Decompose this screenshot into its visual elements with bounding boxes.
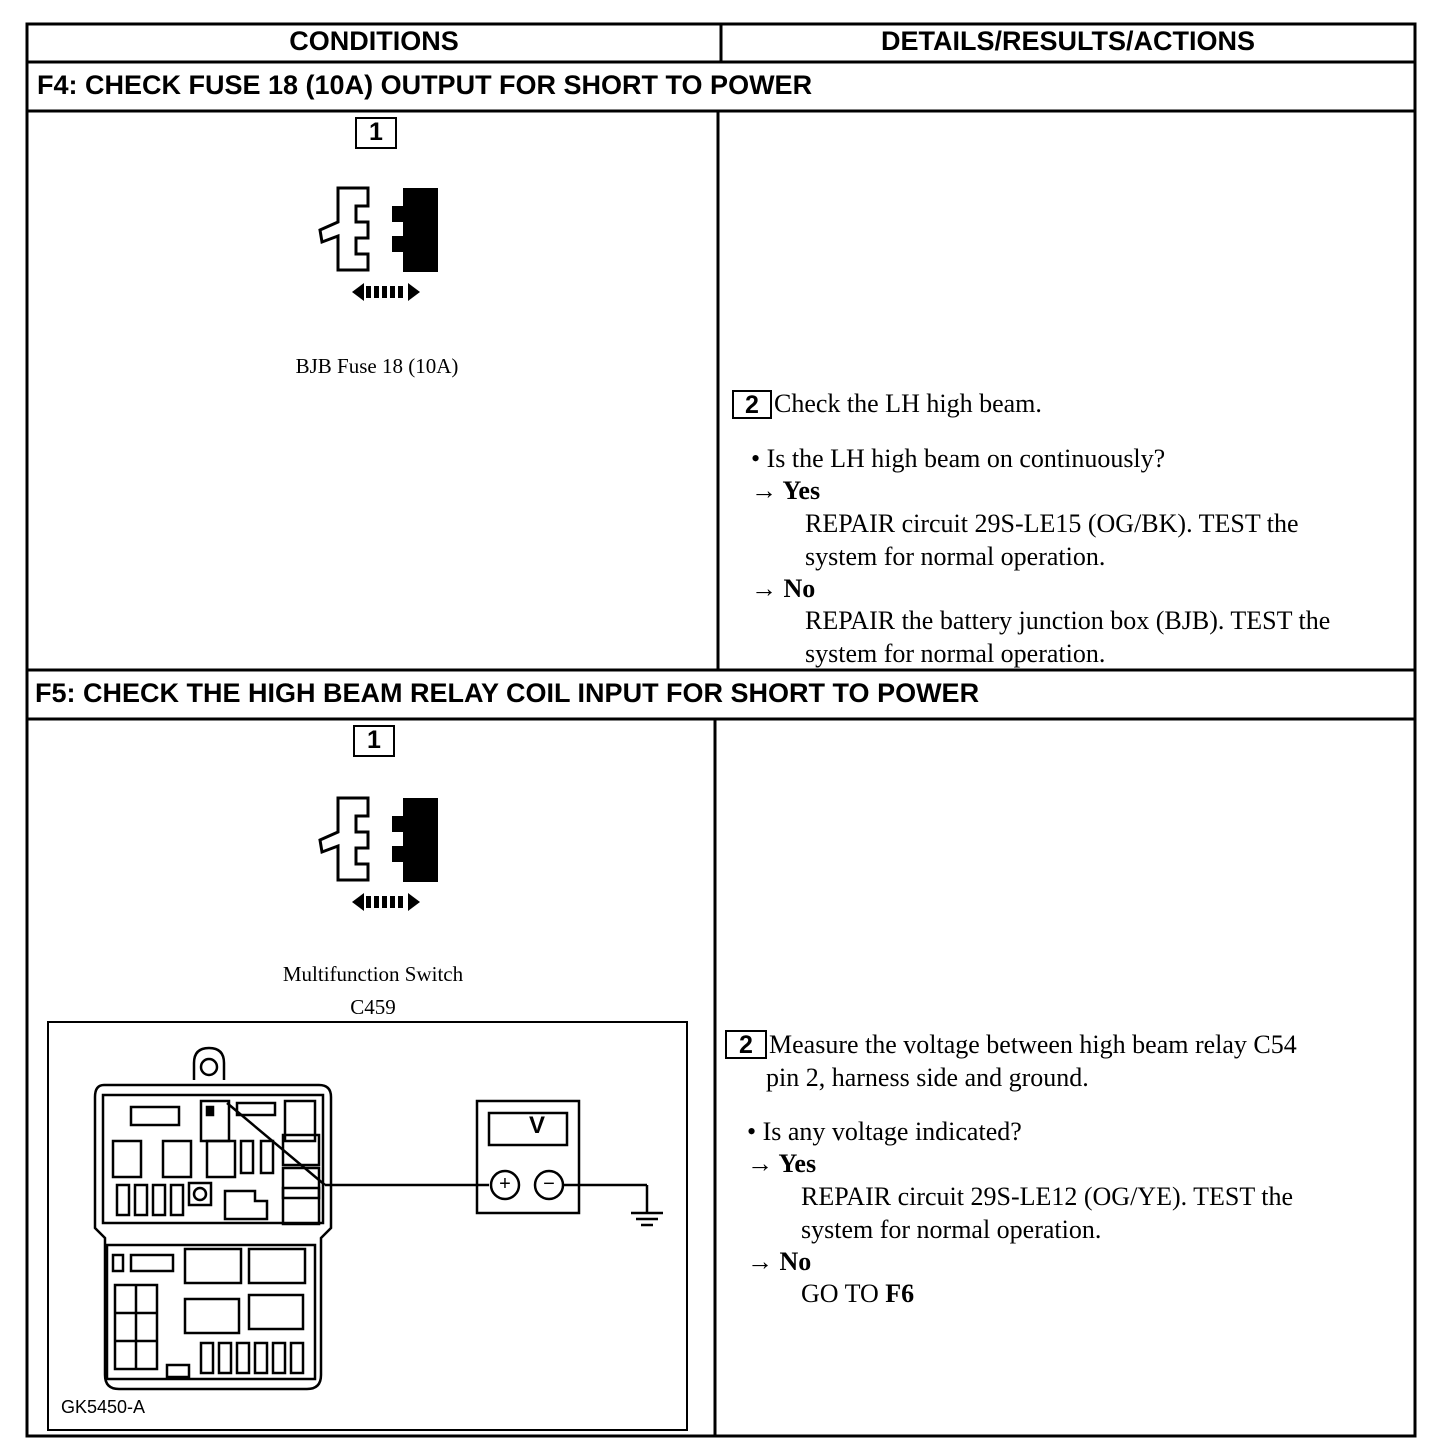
f5-yes-label: → Yes xyxy=(747,1149,817,1178)
f5-step2-badge: 2 xyxy=(725,1030,767,1059)
f5-step2-instruction-line1: Measure the voltage between high beam re… xyxy=(769,1030,1297,1059)
f5-yes-action-line1: REPAIR circuit 29S-LE12 (OG/YE). TEST th… xyxy=(801,1182,1294,1211)
f4-yes-action-line2: system for normal operation. xyxy=(805,542,1106,571)
f4-question: • Is the LH high beam on continuously? xyxy=(751,444,1166,473)
f4-connector-disconnect-icon xyxy=(318,186,438,301)
voltmeter-plus-terminal-label: + xyxy=(499,1173,511,1195)
f5-no-action-prefix: GO TO xyxy=(801,1279,886,1308)
f5-measurement-illustration: V + − GK5450-A xyxy=(47,1021,688,1431)
voltmeter-label: V xyxy=(528,1112,545,1139)
f5-figure-caption-line2: C459 xyxy=(350,995,396,1019)
f5-step1-badge: 1 xyxy=(353,725,395,757)
figure-id: GK5450-A xyxy=(61,1397,146,1417)
f5-connector-disconnect-icon xyxy=(318,796,438,911)
f5-yes-action-line2: system for normal operation. xyxy=(801,1215,1102,1244)
f5-section-title: F5: CHECK THE HIGH BEAM RELAY COIL INPUT… xyxy=(35,678,980,708)
f4-no-action-line1: REPAIR the battery junction box (BJB). T… xyxy=(805,606,1331,635)
f5-figure-caption-line1: Multifunction Switch xyxy=(282,962,464,986)
f5-no-label: → No xyxy=(747,1247,812,1276)
f4-step2-badge: 2 xyxy=(732,390,772,419)
column-header-conditions: CONDITIONS xyxy=(289,26,459,56)
f4-step1-badge: 1 xyxy=(355,117,397,149)
f4-yes-action-line1: REPAIR circuit 29S-LE15 (OG/BK). TEST th… xyxy=(805,509,1299,538)
f5-question: • Is any voltage indicated? xyxy=(747,1117,1022,1146)
f5-no-action-target-link[interactable]: F6 xyxy=(885,1279,915,1308)
f4-figure-caption: BJB Fuse 18 (10A) xyxy=(295,354,459,378)
f4-section-title: F4: CHECK FUSE 18 (10A) OUTPUT FOR SHORT… xyxy=(37,70,813,100)
column-header-details: DETAILS/RESULTS/ACTIONS xyxy=(880,26,1255,56)
f5-no-action: GO TO F6 xyxy=(801,1279,914,1309)
f4-no-label: → No xyxy=(751,574,816,603)
f4-yes-label: → Yes xyxy=(751,476,821,505)
junction-box-diagram xyxy=(93,1046,663,1391)
f5-step2-instruction-line2: pin 2, harness side and ground. xyxy=(766,1063,1089,1092)
f4-step2-instruction: Check the LH high beam. xyxy=(774,389,1042,418)
voltmeter-minus-terminal-label: − xyxy=(543,1173,555,1195)
f4-no-action-line2: system for normal operation. xyxy=(805,639,1106,668)
